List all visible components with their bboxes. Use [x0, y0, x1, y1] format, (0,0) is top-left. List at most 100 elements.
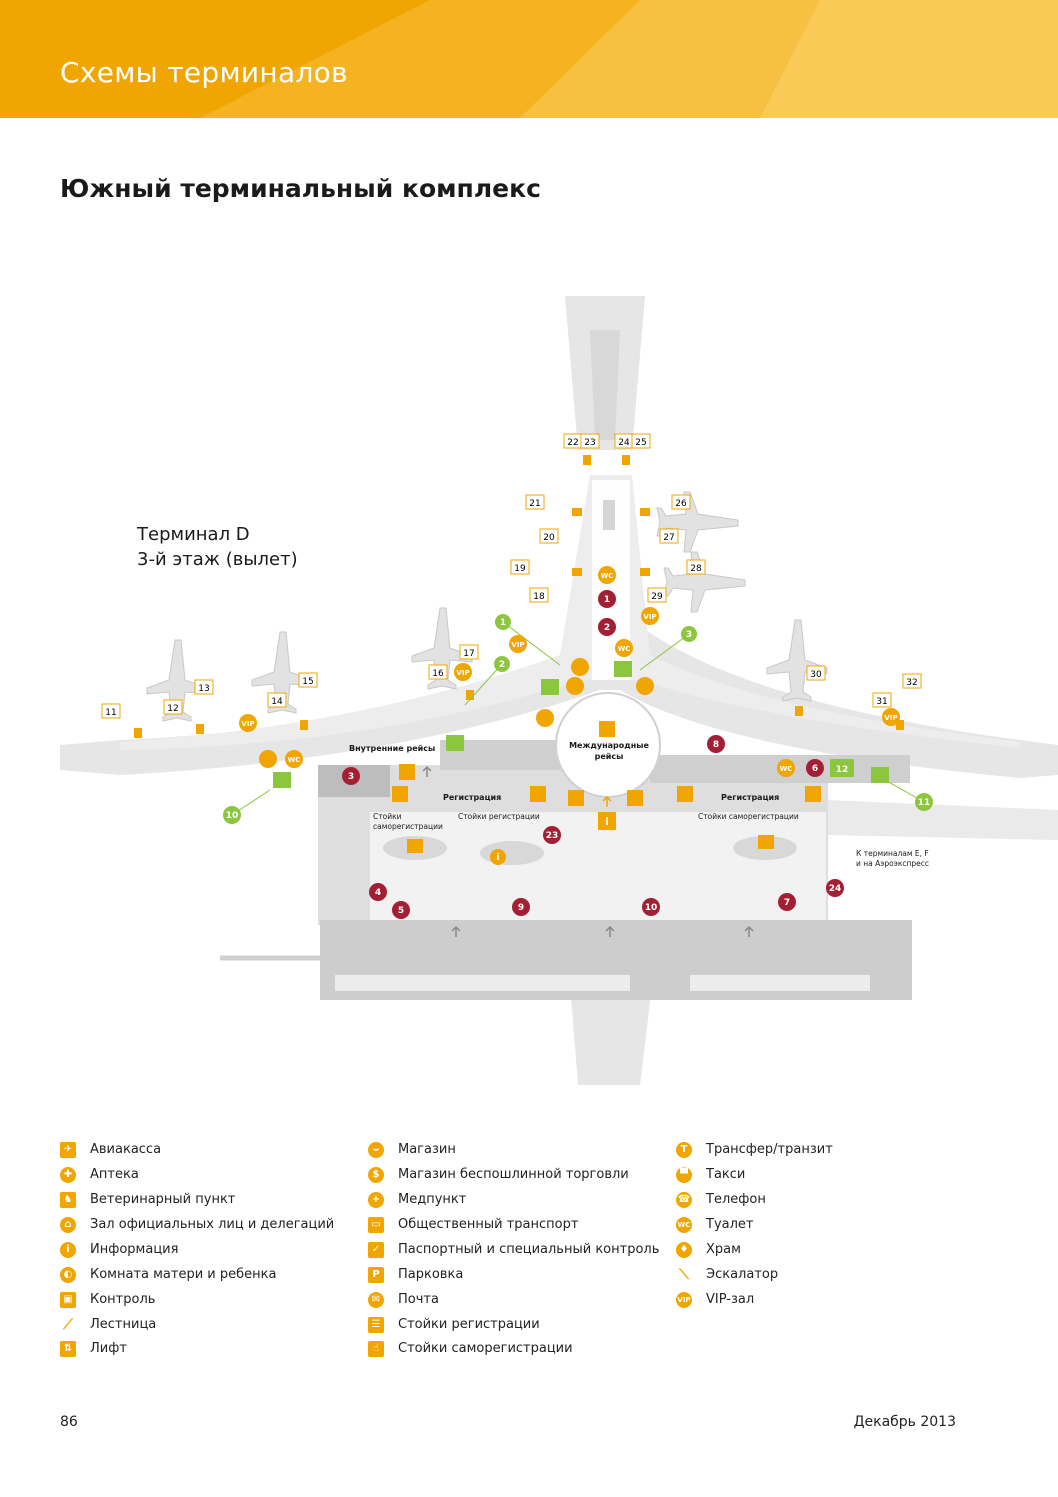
gate-30[interactable]: 30 — [806, 665, 826, 681]
stairs-icon: ⟋ — [63, 1317, 73, 1333]
gate-19[interactable]: 19 — [510, 559, 530, 575]
svg-text:VIP: VIP — [643, 613, 656, 621]
svg-text:24: 24 — [829, 884, 842, 894]
gate-29[interactable]: 29 — [647, 587, 667, 603]
passport-control-icon: ✓ — [368, 1242, 384, 1258]
svg-text:27: 27 — [663, 533, 674, 543]
red-marker-24[interactable]: 24 — [826, 879, 844, 897]
svg-text:2: 2 — [499, 660, 505, 670]
vip-icon: VIP — [509, 635, 527, 653]
duty-free-icon — [566, 677, 584, 695]
svg-text:3: 3 — [348, 772, 354, 782]
delegation-hall-icon: ⌂ — [60, 1217, 76, 1233]
red-marker-4[interactable]: 4 — [369, 883, 387, 901]
svg-text:WC: WC — [780, 765, 793, 773]
gate-31[interactable]: 31 — [872, 692, 892, 708]
checkin-icon — [530, 786, 546, 802]
svg-text:16: 16 — [432, 669, 444, 679]
duty-free-icon — [636, 677, 654, 695]
red-marker-5[interactable]: 5 — [392, 901, 410, 919]
red-marker-9[interactable]: 9 — [512, 898, 530, 916]
page-title: Южный терминальный комплекс — [60, 174, 541, 203]
svg-text:21: 21 — [529, 499, 540, 509]
control-icon: ▣ — [60, 1292, 76, 1308]
green-marker-1[interactable]: 1 — [495, 614, 511, 630]
svg-text:12: 12 — [167, 704, 178, 714]
gate-14[interactable]: 14 — [267, 692, 287, 708]
gate-32[interactable]: 32 — [902, 673, 922, 689]
green-marker-2[interactable]: 2 — [494, 656, 510, 672]
svg-text:i: i — [605, 817, 608, 828]
chapel-icon: ♦ — [676, 1242, 692, 1258]
svg-text:WC: WC — [618, 645, 631, 653]
gate-15[interactable]: 15 — [298, 672, 318, 688]
information-icon: i — [598, 812, 616, 830]
facility-icons: VIP VIP VIP VIP VIP WC WC WC WC i i — [239, 566, 900, 865]
gate-16[interactable]: 16 — [428, 664, 448, 680]
gate-22[interactable]: 22 — [563, 433, 583, 449]
green-marker-3[interactable]: 3 — [681, 626, 697, 642]
to-terminals-label: К терминалам E, F — [856, 849, 929, 858]
svg-text:23: 23 — [584, 438, 595, 448]
svg-text:6: 6 — [812, 764, 818, 774]
svg-text:7: 7 — [784, 898, 790, 908]
svg-text:VIP: VIP — [241, 720, 254, 728]
page-header: Схемы терминалов — [0, 0, 1058, 118]
public-transport-icon: ▭ — [368, 1217, 384, 1233]
gate-12[interactable]: 12 — [163, 699, 183, 715]
gate-20[interactable]: 20 — [539, 528, 559, 544]
terminal-map: 11 12 13 14 15 16 17 18 19 20 21 22 23 2… — [60, 296, 1058, 1085]
duty-free-icon: $ — [368, 1167, 384, 1183]
passport-control-icon — [599, 721, 615, 737]
shop-icon: ⌣ — [368, 1142, 384, 1158]
svg-text:13: 13 — [198, 684, 209, 694]
red-marker-23[interactable]: 23 — [543, 826, 561, 844]
escalator-icon: ⟍ — [679, 1267, 689, 1283]
toilet-icon: WC — [598, 566, 616, 584]
page-number: 86 — [60, 1414, 78, 1430]
phone-icon: ☎ — [676, 1192, 692, 1208]
svg-text:10: 10 — [645, 903, 658, 913]
vip-icon: VIP — [641, 607, 659, 625]
ticket-office-icon — [758, 835, 774, 849]
gate-13[interactable]: 13 — [194, 679, 214, 695]
vip-icon: VIP — [882, 708, 900, 726]
checkin-right-label: Регистрация — [721, 793, 779, 802]
direction-arrows — [422, 765, 754, 937]
green-marker-11[interactable]: 11 — [915, 793, 933, 811]
gate-21[interactable]: 21 — [525, 494, 545, 510]
elevator-icon — [273, 772, 291, 788]
red-marker-10[interactable]: 10 — [642, 898, 660, 916]
gate-23[interactable]: 23 — [580, 433, 600, 449]
svg-text:25: 25 — [635, 438, 646, 448]
information-icon: i — [60, 1242, 76, 1258]
svg-text:23: 23 — [546, 831, 559, 841]
toilet-icon: WC — [676, 1217, 692, 1233]
self-checkin-left-label: Стойки — [373, 812, 402, 821]
red-marker-6[interactable]: 6 — [806, 759, 824, 777]
green-marker-10[interactable]: 10 — [223, 806, 241, 824]
post-icon: ✉ — [368, 1292, 384, 1308]
svg-text:12: 12 — [836, 765, 849, 775]
green-marker-12[interactable]: 12 — [830, 759, 854, 777]
red-marker-1[interactable]: 1 — [598, 590, 616, 608]
gate-27[interactable]: 27 — [659, 528, 679, 544]
gate-28[interactable]: 28 — [686, 559, 706, 575]
svg-text:17: 17 — [463, 649, 474, 659]
red-marker-2[interactable]: 2 — [598, 618, 616, 636]
gate-25[interactable]: 25 — [631, 433, 651, 449]
red-marker-3[interactable]: 3 — [342, 767, 360, 785]
gate-24[interactable]: 24 — [614, 433, 634, 449]
red-marker-8[interactable]: 8 — [707, 735, 725, 753]
gate-11[interactable]: 11 — [101, 703, 121, 719]
map-labels: Терминал D 3-й этаж (вылет) Внутренние р… — [136, 524, 929, 868]
gate-17[interactable]: 17 — [459, 644, 479, 660]
red-marker-7[interactable]: 7 — [778, 893, 796, 911]
gate-18[interactable]: 18 — [529, 587, 549, 603]
svg-text:20: 20 — [543, 533, 555, 543]
svg-text:11: 11 — [105, 708, 116, 718]
gate-26[interactable]: 26 — [671, 494, 691, 510]
svg-text:32: 32 — [906, 678, 917, 688]
floor-label: 3-й этаж (вылет) — [137, 549, 298, 570]
svg-text:3: 3 — [686, 630, 692, 640]
